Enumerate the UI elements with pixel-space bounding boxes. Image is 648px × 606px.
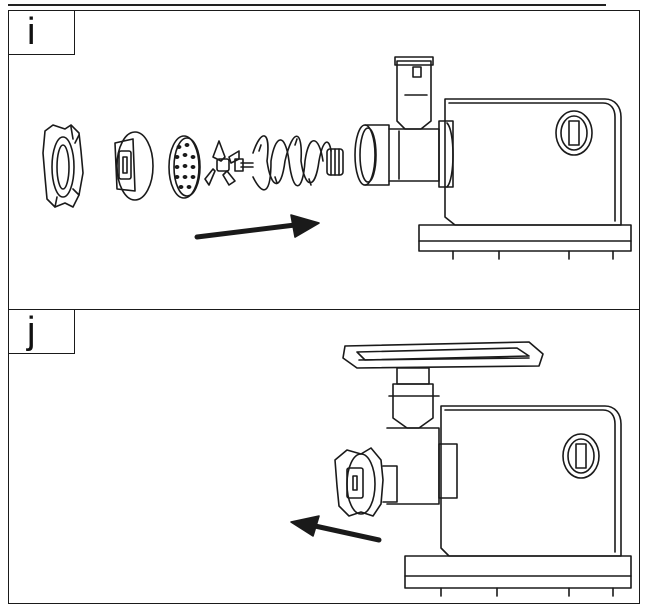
top-rule bbox=[8, 4, 606, 6]
assembled-grinder-head-icon bbox=[334, 383, 458, 517]
grinder-head-icon bbox=[354, 56, 454, 188]
cross-blade-icon bbox=[204, 140, 240, 186]
auger-screw-icon bbox=[234, 135, 344, 191]
step-label-j: j bbox=[9, 310, 75, 354]
step-panel-i: i bbox=[8, 10, 640, 310]
panel-i-illustration bbox=[42, 56, 632, 260]
direction-arrow-icon bbox=[194, 214, 320, 240]
step-label-i: i bbox=[9, 11, 75, 55]
cutting-disc-holder-icon bbox=[114, 131, 154, 201]
direction-arrow-icon bbox=[290, 515, 382, 543]
motor-housing-icon bbox=[404, 405, 632, 597]
panel-j-illustration bbox=[290, 341, 632, 597]
mincing-plate-icon bbox=[168, 135, 201, 199]
motor-housing-icon bbox=[418, 98, 632, 260]
feeding-tray-icon bbox=[342, 341, 544, 385]
step-panel-j: j bbox=[8, 309, 640, 604]
locking-ring-icon bbox=[42, 124, 84, 208]
